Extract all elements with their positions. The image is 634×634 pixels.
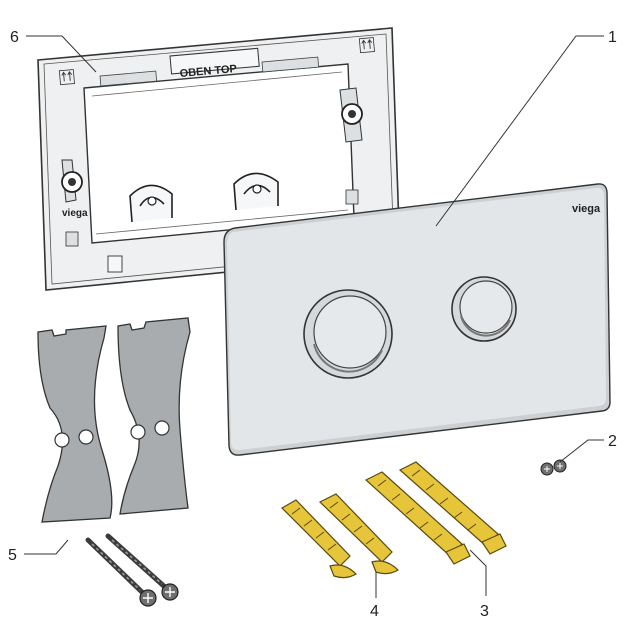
short-wall-plug-b [318, 493, 399, 575]
frame-brand-label: viega [62, 208, 88, 219]
long-screw-left [85, 537, 157, 607]
oben-top-plate [169, 47, 260, 75]
callout-2: 2 [608, 433, 617, 450]
leader-line-1 [435, 35, 604, 227]
small-screws [540, 459, 567, 476]
leader-line-2 [559, 439, 604, 463]
small-flush-button [451, 276, 517, 342]
callout-4: 4 [370, 603, 379, 620]
long-wall-plug-a [364, 471, 471, 565]
up-arrow-icon [58, 69, 75, 86]
oben-top-label: OBEN TOP [179, 63, 237, 80]
frame-hook-right [233, 172, 279, 211]
callout-6: 6 [10, 29, 19, 46]
up-arrow-icon [358, 37, 375, 54]
frame-clamp-left [61, 159, 83, 203]
long-wall-plug-b [398, 461, 507, 555]
leader-line-5 [24, 539, 69, 555]
frame-hook-left [129, 184, 173, 223]
plate-brand-label: viega [572, 203, 601, 215]
long-screw-right [105, 533, 179, 601]
leader-line-6 [26, 35, 97, 73]
large-flush-button [303, 289, 393, 379]
frame-clamp-right [339, 87, 363, 143]
callout-5: 5 [8, 547, 17, 564]
short-wall-plug-a [281, 499, 357, 579]
mounting-bracket-right [117, 317, 191, 515]
flush-plate: viega [223, 183, 611, 456]
leader-line-3 [469, 549, 487, 596]
mounting-bracket-left [37, 325, 113, 523]
callout-1: 1 [608, 29, 617, 46]
callout-3: 3 [480, 603, 489, 620]
mounting-frame: OBEN TOP [37, 27, 401, 291]
